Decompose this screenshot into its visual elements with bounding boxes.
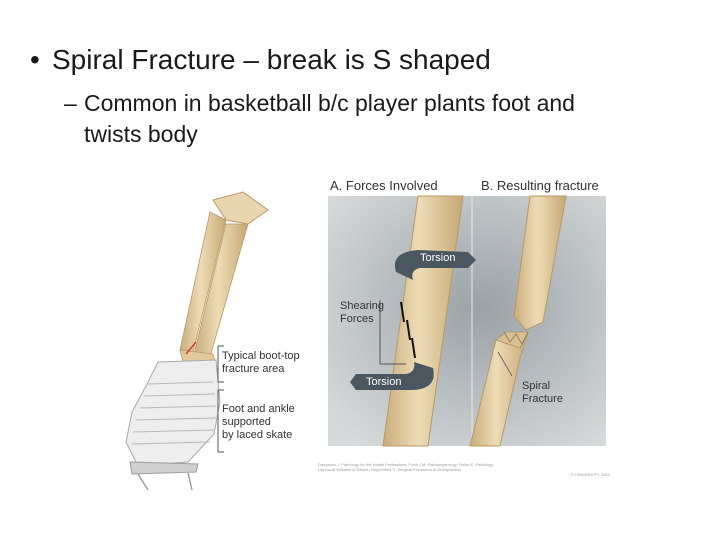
header-a: A. Forces Involved bbox=[330, 178, 438, 193]
credit-line-1: Damjanov, I. Pathology for the Health Pr… bbox=[318, 462, 494, 467]
torsion-arrow-bottom bbox=[350, 362, 434, 390]
bullet-text: Spiral Fracture – break is S shaped bbox=[52, 44, 491, 75]
boot-top-label: Typical boot-top fracture area bbox=[222, 350, 300, 376]
torsion-arrow-top bbox=[394, 250, 476, 280]
credit-line-2: Lippincott Williams & Wilkins; Hoppenfel… bbox=[318, 467, 461, 472]
bone-b-upper bbox=[513, 195, 567, 331]
shearing-forces-label: Shearing Forces bbox=[340, 300, 384, 326]
sub-bullet: –Common in basketball b/c player plants … bbox=[64, 88, 684, 150]
header-b: B. Resulting fracture bbox=[481, 178, 599, 193]
shearing-line-1: Shearing bbox=[340, 300, 385, 312]
torsion-label-bottom: Torsion bbox=[366, 376, 402, 388]
spiral-line-1: Spiral bbox=[522, 380, 551, 392]
spiral-line-2: Fracture bbox=[522, 393, 563, 405]
sub-dash: – bbox=[64, 90, 77, 116]
spiral-fracture-label: Spiral Fracture bbox=[522, 380, 563, 406]
fracture-figure: A. Forces Involved B. Resulting fracture… bbox=[118, 172, 618, 492]
shearing-line-2: Forces bbox=[340, 313, 374, 325]
foot-line-1: Foot and ankle bbox=[222, 403, 295, 415]
credit-line-3: © LiWiLWiLIPPI, 2010 bbox=[570, 472, 610, 477]
bullet-item: • Spiral Fracture – break is S shaped bbox=[30, 42, 491, 78]
skate-illustration bbox=[125, 359, 221, 491]
forces-panel-bg bbox=[328, 196, 606, 446]
boot-top-line-1: Typical boot-top bbox=[222, 350, 300, 362]
figure-credits: Damjanov, I. Pathology for the Health Pr… bbox=[318, 462, 610, 477]
sub-line-1: Common in basketball b/c player plants f… bbox=[84, 90, 575, 116]
sub-line-2: twists body bbox=[84, 121, 198, 147]
foot-line-2: supported bbox=[222, 416, 271, 428]
torsion-label-top: Torsion bbox=[420, 252, 456, 264]
foot-ankle-label: Foot and ankle supported by laced skate bbox=[222, 403, 295, 442]
foot-line-3: by laced skate bbox=[222, 429, 293, 441]
shear-arrows bbox=[400, 301, 416, 359]
bullet-symbol: • bbox=[30, 44, 40, 75]
boot-top-line-2: fracture area bbox=[222, 363, 285, 375]
figure-illustration bbox=[125, 191, 606, 491]
